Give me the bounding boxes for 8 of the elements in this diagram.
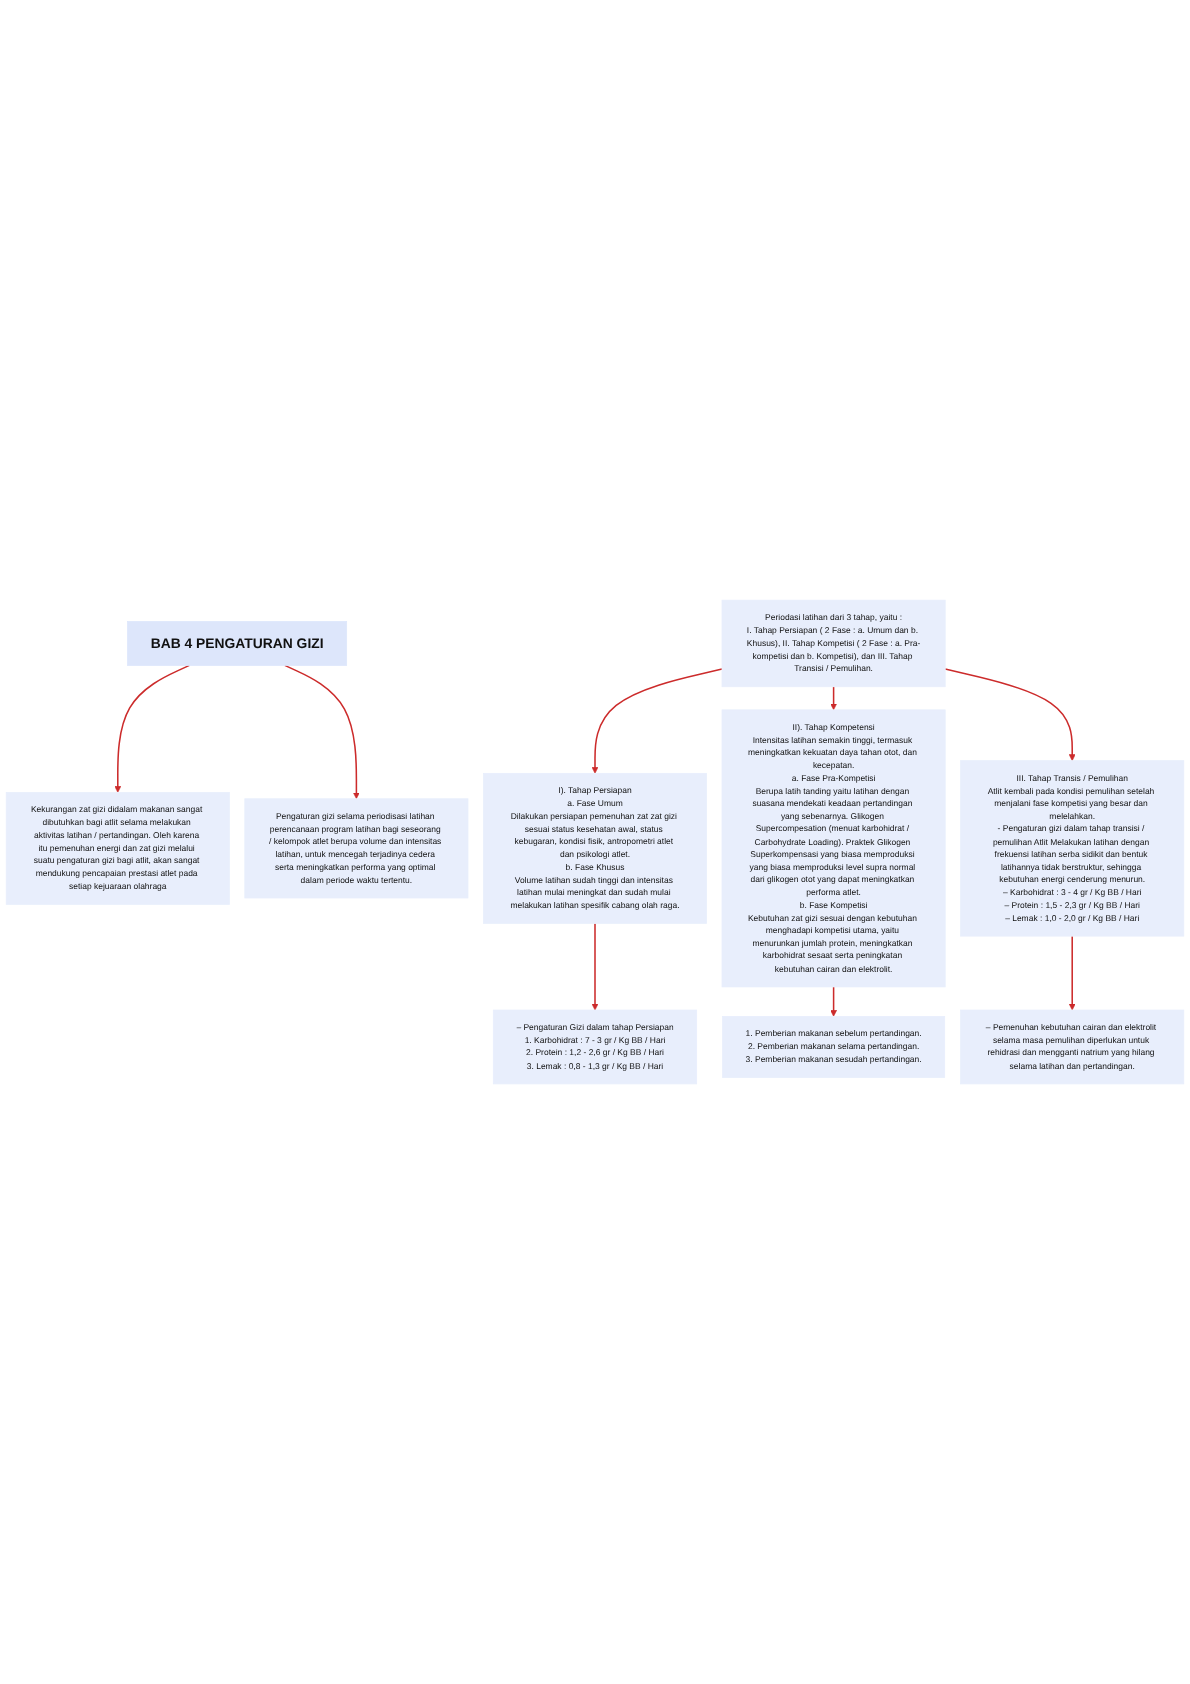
- arrow: [944, 668, 1076, 761]
- arrow: [830, 986, 837, 1017]
- arrow: [114, 664, 191, 793]
- arrow: [1068, 935, 1076, 1011]
- arrow: [284, 664, 360, 799]
- arrow: [830, 685, 837, 711]
- arrow: [591, 668, 723, 774]
- arrow: [591, 922, 599, 1011]
